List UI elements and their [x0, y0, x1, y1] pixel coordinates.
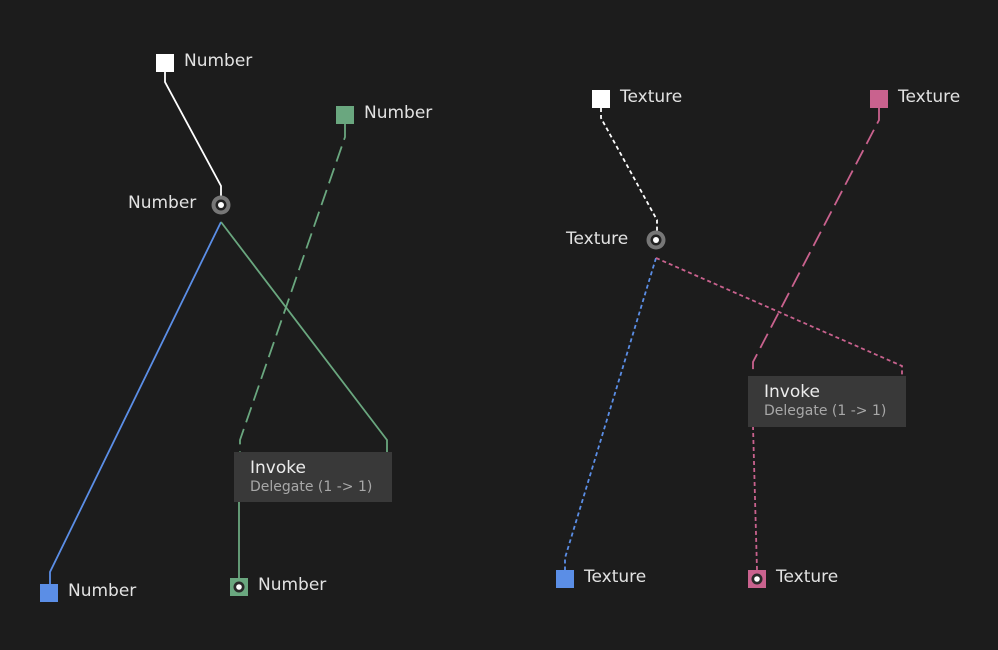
port-texture-output-right[interactable] — [748, 570, 766, 588]
wire-relay-to-invoke-delegate-right — [655, 257, 903, 376]
wire-texture-to-relay — [600, 108, 658, 232]
port-number-source-top[interactable] — [156, 54, 174, 72]
label-number-output-bottom: Number — [258, 575, 327, 595]
label-texture-output-left: Texture — [584, 567, 647, 587]
invoke-node-right-title: Invoke — [764, 382, 820, 402]
label-texture-source-right: Texture — [898, 87, 961, 107]
wire-pink-texture-to-invoke — [752, 108, 880, 376]
port-texture-output-left[interactable] — [556, 570, 574, 588]
relay-node-number[interactable] — [211, 195, 231, 215]
label-number-output-left: Number — [68, 581, 137, 601]
label-number-source-right: Number — [364, 103, 433, 123]
invoke-node-right[interactable]: Invoke Delegate (1 -> 1) — [748, 376, 906, 427]
invoke-node-title: Invoke — [250, 458, 306, 478]
invoke-node-subtitle: Delegate (1 -> 1) — [250, 479, 373, 495]
invoke-node-right-subtitle: Delegate (1 -> 1) — [764, 403, 887, 419]
port-texture-source-left[interactable] — [592, 90, 610, 108]
wire-relay-to-texture-output-left — [564, 257, 657, 570]
port-number-source-right[interactable] — [336, 106, 354, 124]
relay-node-texture[interactable] — [646, 230, 666, 250]
label-texture-output-right: Texture — [776, 567, 839, 587]
port-texture-source-right[interactable] — [870, 90, 888, 108]
wire-invoke-to-texture-output-right — [752, 425, 758, 571]
wire-relay-to-output-left — [49, 221, 222, 585]
label-relay-number: Number — [128, 193, 197, 213]
wire-number-to-relay — [164, 72, 222, 197]
wire-relay-to-invoke-delegate — [220, 221, 388, 452]
port-number-output-left[interactable] — [40, 584, 58, 602]
label-relay-texture: Texture — [566, 229, 629, 249]
invoke-node[interactable]: Invoke Delegate (1 -> 1) — [234, 452, 392, 502]
label-texture-source-left: Texture — [620, 87, 683, 107]
port-number-output-bottom[interactable] — [230, 578, 248, 596]
label-number-source-top: Number — [184, 51, 253, 71]
wire-green-number-to-invoke — [239, 124, 346, 452]
